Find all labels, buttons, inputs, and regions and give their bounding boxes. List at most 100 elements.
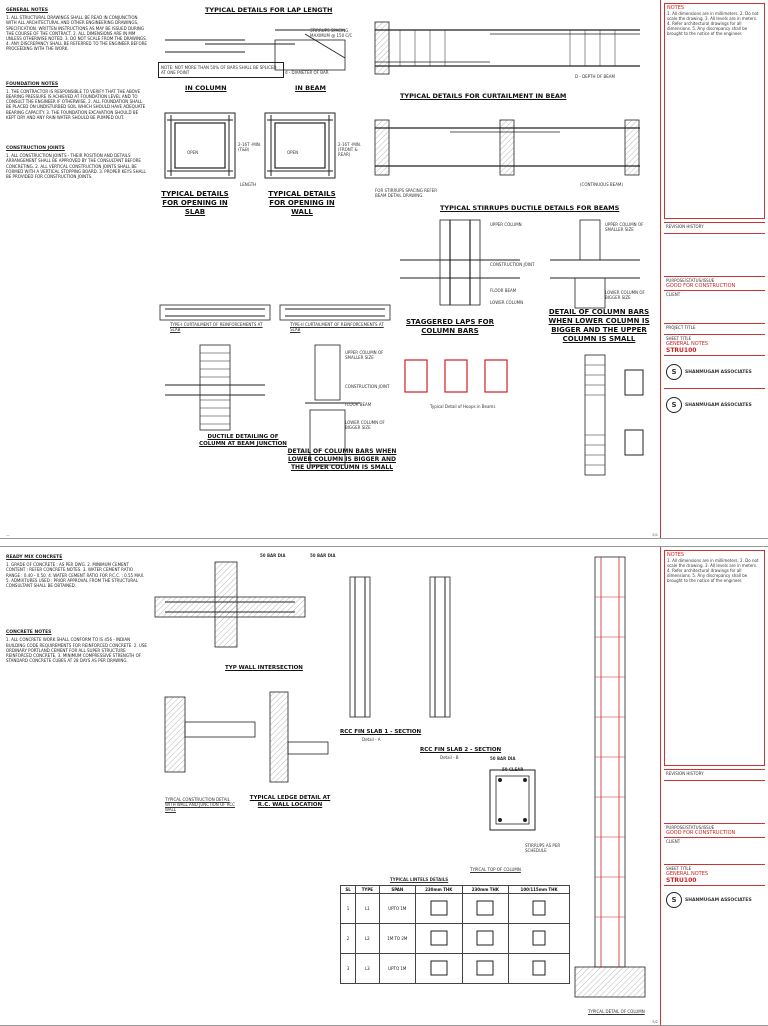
clear-cover-label: 50 CLEAR [502,767,524,772]
drawing-sheet-1: GENERAL NOTES 1. ALL STRUCTURAL DRAWINGS… [0,0,768,539]
cell-type: L2 [355,923,380,954]
lintel-col-sl: SL [339,885,357,894]
in-column-label: IN COLUMN [185,84,227,92]
upper-column-small-label-2: UPPER COLUMN OF SMALLER SIZE [345,350,384,360]
notes-text: 1. All dimensions are in millimeters. 2.… [667,11,759,36]
cell-sl: 1 [339,893,357,924]
lower-column-big-label-2: LOWER COLUMN OF BIGGER SIZE [345,420,385,430]
notes-text-2: 1. All dimensions are in millimeters. 2.… [667,558,759,583]
company-logo-icon-3: S [666,892,682,908]
sheet-title-row-2: SHEET TITLE GENERAL NOTES STRU100 [664,864,765,885]
lap-length-drawing [165,29,346,71]
hoops-label: Typical Detail of Hoops in Beams [430,404,496,409]
ductile-beams-title: TYPICAL STIRRUPS DUCTILE DETAILS FOR BEA… [440,204,620,212]
wall-intersection-title: TYP WALL INTERSECTION [225,665,303,671]
company-name-2: SHANMUGAM ASSOCIATES [685,402,752,408]
client-label: CLIENT [666,292,681,297]
lintel-section [508,953,570,984]
client-row-2: CLIENT [664,837,765,864]
title-block-notes: NOTES 1. All dimensions are in millimete… [664,3,765,219]
stirrups-spacing-note: STIRRUPS SPACING MAXIMUM @ 150 C/C [310,28,353,38]
lintel-col-230a: 230mm THK [414,885,463,894]
rcc-fin-slab-drawing [349,576,451,718]
sheet-title-row: SHEET TITLE GENERAL NOTES STRU100 [664,334,765,355]
lintel-section [414,953,463,984]
sheet-1-number: S/1 [652,533,658,537]
construction-notes-text: 1. ALL CONSTRUCTION JOINTS - THEIR POSIT… [6,153,146,180]
lintel-col-230b: 230mm THK [461,885,510,894]
hoops-drawing [404,359,508,393]
lintel-section [414,923,463,954]
concrete-notes-column: READY MIX CONCRETE 1. GRADE OF CONCRETE … [6,553,148,663]
slab-curtailment-drawing [159,304,391,321]
project-label: PROJECT TITLE [666,325,696,330]
lap-note: NOTE: NOT MORE THAN 50% OF BARS SHALL BE… [158,62,284,78]
company-logo-row-3: S SHANMUGAM ASSOCIATES [664,885,765,914]
purpose-row-2: PURPOSE/STATUS/ISSUE GOOD FOR CONSTRUCTI… [664,823,765,837]
column-bars-drawing [305,344,360,466]
lintel-section [461,923,510,954]
revision-label-2: REVISION HISTORY [666,771,704,776]
type-2-curtailment-label: TYPE-II CURTAILMENT OF REINFORCEMENTS AT… [290,322,384,332]
detail-b-label: Detail - B [440,755,459,760]
company-logo-icon: S [666,364,682,380]
revision-label: REVISION HISTORY [666,224,704,229]
opening-slab-title: TYPICAL DETAILS FOR OPENING IN SLAB [161,190,229,216]
lintel-section [414,893,463,924]
lower-column-label: LOWER COLUMN [490,300,524,305]
column-junction-drawing [400,219,640,309]
lintel-section [461,953,510,984]
ready-mix-heading: READY MIX CONCRETE [6,555,63,560]
curtailment-drawing-1 [374,21,640,75]
company-logo-row: S SHANMUGAM ASSOCIATES [664,355,765,388]
typical-column-title: TYPICAL DETAIL OF COLUMN [588,1009,645,1014]
revision-row-2: REVISION HISTORY [664,769,765,780]
stirrups-schedule-label: STIRRUPS AS PER SCHEDULE [525,843,561,853]
length-label: LENGTH [240,182,257,187]
cell-type: L3 [355,953,380,984]
table-row: 3 L3 UPTO 1M [339,953,570,984]
foundation-notes-text: 1. THE CONTRACTOR IS RESPONSIBLE TO VERI… [6,88,146,120]
detail-a-label: Detail - A [362,737,381,742]
lintel-col-100: 100/115mm THK [508,885,570,894]
construction-ledge-drawing [164,691,329,783]
table-row: 2 L2 1M TO 2M [339,923,570,954]
construction-joint-label: CONSTRUCTION JOINT [490,262,535,267]
top-of-column-label: TYPICAL TOP OF COLUMN [470,867,521,872]
lintel-table: SL TYPE SPAN 230mm THK 230mm THK 100/115… [339,885,570,984]
ready-mix-text: 1. GRADE OF CONCRETE : AS PER DWG. 2. MI… [6,562,145,589]
revision-table [664,233,765,276]
stirrup-spacing-note: FOR STIRRUPS SPACING REFER BEAM DETAIL D… [375,188,437,198]
opening-details-drawing [164,112,336,179]
in-beam-label: IN BEAM [295,84,327,92]
ductile-column-title: DUCTILE DETAILING OF COLUMN AT BEAM JUNC… [199,434,287,447]
purpose-value-2: GOOD FOR CONSTRUCTION [666,830,736,836]
purpose-row: PURPOSE/STATUS/ISSUE GOOD FOR CONSTRUCTI… [664,276,765,290]
type-1-curtailment-label: TYPE-I CURTAILMENT OF REINFORCEMENTS AT … [170,322,263,332]
ledge-detail-title: TYPICAL LEDGE DETAIL AT R.C. WALL LOCATI… [249,795,331,808]
lintel-col-type: TYPE [355,885,380,894]
construction-detail-title: TYPICAL CONSTRUCTION DETAIL WITH WALL AN… [165,797,235,812]
cell-sl: 2 [339,923,357,954]
upper-column-small-label: UPPER COLUMN OF SMALLER SIZE [605,222,644,232]
bar-diameter-note: d - DIAMETER OF BAR [285,70,329,75]
wall-bars-note: 2-16T -MIN. (FRONT & REAR) [338,142,362,157]
open-label-wall: OPEN [287,150,299,155]
detail-bigger-title: DETAIL OF COLUMN BARS WHEN LOWER COLUMN … [548,308,650,343]
beam-section-drawing [489,769,536,831]
general-notes-text: 1. ALL STRUCTURAL DRAWINGS SHALL BE READ… [6,15,147,52]
sheet-1-footer-left: — [6,533,10,537]
opening-wall-title: TYPICAL DETAILS FOR OPENING IN WALL [268,190,336,216]
continuous-beam-note: (CONTINUOUS BEAM) [580,182,623,187]
detail-bigger-title-2: DETAIL OF COLUMN BARS WHEN LOWER COLUMN … [287,448,397,471]
upper-column-label: UPPER COLUMN [490,222,522,227]
lower-column-big-label: LOWER COLUMN OF BIGGER SIZE [605,290,645,300]
title-block-2: NOTES 1. All dimensions are in millimete… [660,547,768,1025]
sheet-title-value-2: GENERAL NOTES [666,871,709,877]
cell-type: L1 [355,893,380,924]
floor-beam-label-2: FLOOR BEAM [345,402,372,407]
drawing-sheet-2: READY MIX CONCRETE 1. GRADE OF CONCRETE … [0,546,768,1026]
cell-span: UPTO 1M [378,893,416,924]
lintel-col-span: SPAN [378,885,416,894]
lintel-section [508,893,570,924]
